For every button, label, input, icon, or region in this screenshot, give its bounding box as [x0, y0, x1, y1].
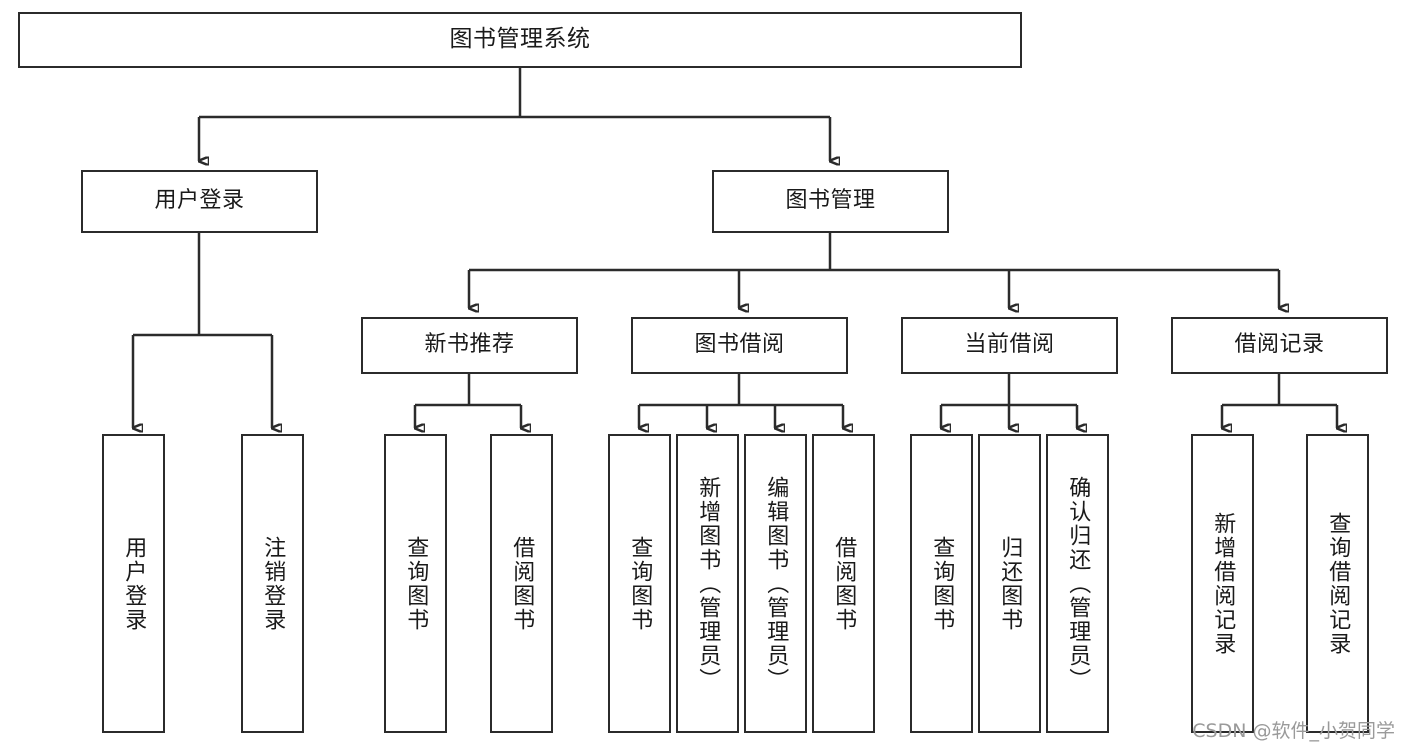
node-label: 借阅图书	[509, 535, 535, 632]
leaf-user-login-login[interactable]: 用户登录	[102, 434, 165, 733]
node-current-borrow[interactable]: 当前借阅	[901, 317, 1118, 374]
node-label: 查询图书	[403, 535, 429, 632]
leaf-borrow-edit-book-admin[interactable]: 编辑图书（管理员）	[744, 434, 807, 733]
leaf-current-return-book[interactable]: 归还图书	[978, 434, 1041, 733]
watermark: CSDN @软件_小贺同学	[1192, 720, 1395, 742]
leaf-recommend-query-book[interactable]: 查询图书	[384, 434, 447, 733]
leaf-user-login-logout[interactable]: 注销登录	[241, 434, 304, 733]
node-label: 注销登录	[260, 535, 286, 632]
node-label: 新书推荐	[424, 332, 515, 358]
node-label: 用户登录	[121, 535, 147, 632]
leaf-recommend-borrow-book[interactable]: 借阅图书	[490, 434, 553, 733]
node-label: 新增借阅记录	[1210, 511, 1236, 656]
node-label: 图书管理系统	[449, 26, 591, 53]
node-root-system[interactable]: 图书管理系统	[18, 12, 1022, 68]
node-label: 图书借阅	[694, 332, 785, 358]
leaf-borrow-borrow-book[interactable]: 借阅图书	[812, 434, 875, 733]
node-new-book-recommend[interactable]: 新书推荐	[361, 317, 578, 374]
node-label: 用户登录	[154, 188, 245, 214]
node-label: 确认归还（管理员）	[1065, 475, 1091, 692]
node-label: 归还图书	[997, 535, 1023, 632]
node-user-login[interactable]: 用户登录	[81, 170, 318, 233]
node-label: 查询图书	[627, 535, 653, 632]
node-label: 编辑图书（管理员）	[763, 475, 789, 692]
node-label: 新增图书（管理员）	[695, 475, 721, 692]
node-label: 借阅记录	[1234, 332, 1325, 358]
leaf-current-confirm-return-admin[interactable]: 确认归还（管理员）	[1046, 434, 1109, 733]
node-label: 借阅图书	[831, 535, 857, 632]
node-borrow-record[interactable]: 借阅记录	[1171, 317, 1388, 374]
node-label: 查询借阅记录	[1325, 511, 1351, 656]
leaf-borrow-query-book[interactable]: 查询图书	[608, 434, 671, 733]
leaf-record-add-record[interactable]: 新增借阅记录	[1191, 434, 1254, 733]
node-book-management[interactable]: 图书管理	[712, 170, 949, 233]
leaf-current-query-book[interactable]: 查询图书	[910, 434, 973, 733]
leaf-record-query-record[interactable]: 查询借阅记录	[1306, 434, 1369, 733]
node-label: 图书管理	[785, 188, 876, 214]
leaf-borrow-add-book-admin[interactable]: 新增图书（管理员）	[676, 434, 739, 733]
node-label: 查询图书	[929, 535, 955, 632]
node-book-borrow[interactable]: 图书借阅	[631, 317, 848, 374]
node-label: 当前借阅	[964, 332, 1055, 358]
